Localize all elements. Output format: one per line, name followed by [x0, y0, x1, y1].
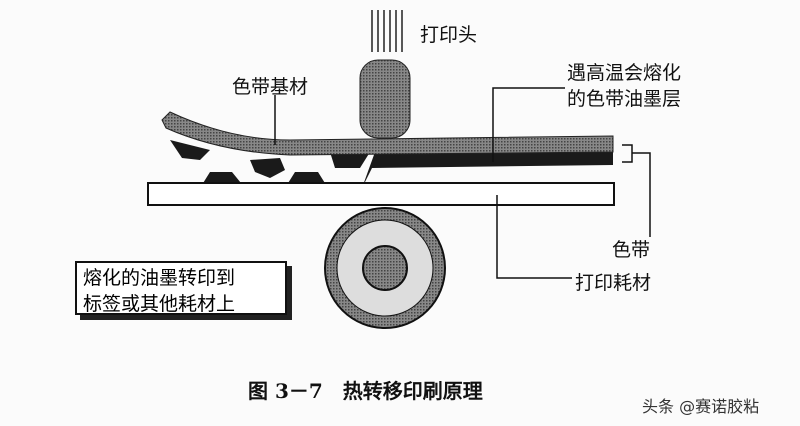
heat-lines [371, 10, 403, 52]
note-box: 熔化的油墨转印到 标签或其他耗材上 [75, 261, 287, 315]
note-line2: 标签或其他耗材上 [83, 293, 236, 315]
label-ink-line2: 的色带油墨层 [567, 88, 682, 110]
print-media [147, 182, 615, 206]
platen-roller [324, 207, 446, 329]
watermark: 头条 @赛诺胶粘 [642, 397, 760, 416]
leader-lines [274, 87, 651, 279]
print-head [359, 59, 411, 139]
figure-caption: 图 3－7 热转移印刷原理 [248, 379, 483, 403]
label-print-head: 打印头 [420, 24, 478, 46]
note-line1: 熔化的油墨转印到 [83, 267, 236, 289]
ink-dots [170, 140, 613, 188]
label-ink-line1: 遇高温会熔化 [567, 62, 682, 84]
label-ribbon-base: 色带基材 [232, 76, 309, 98]
label-media: 打印耗材 [575, 272, 652, 294]
label-ribbon: 色带 [612, 239, 651, 261]
